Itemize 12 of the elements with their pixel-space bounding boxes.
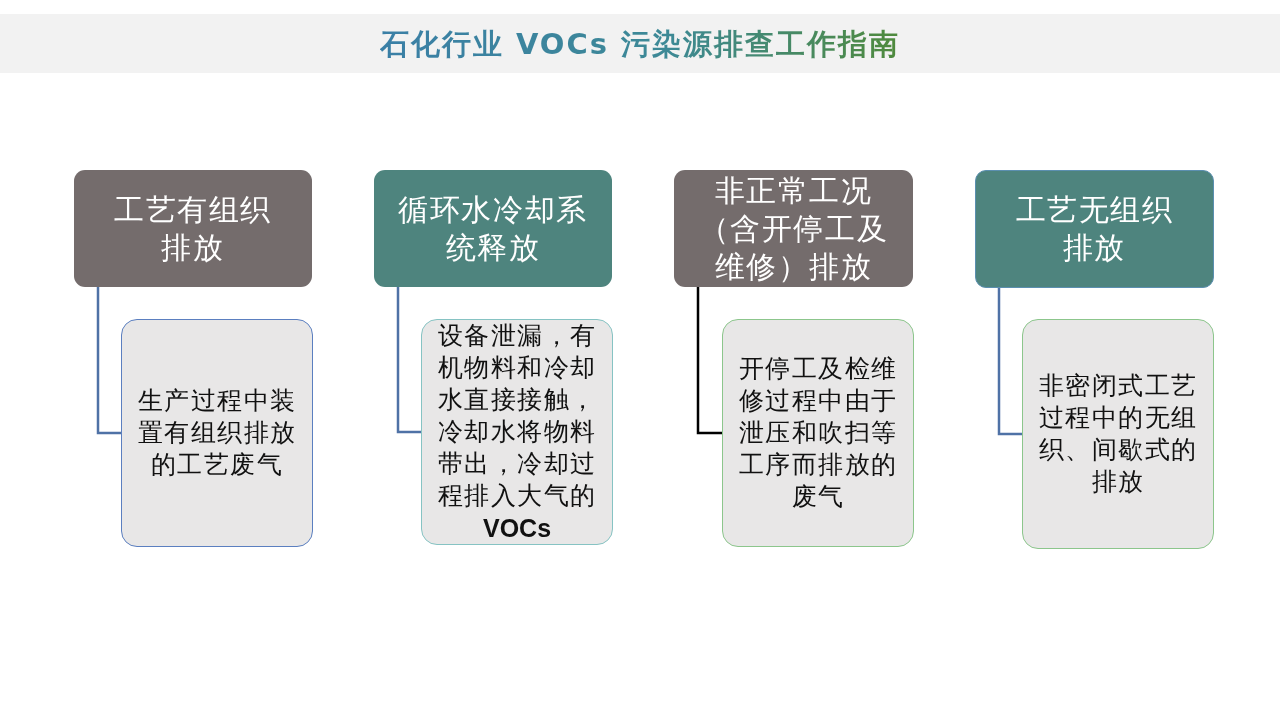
category-box: 循环水冷却系统释放 — [374, 170, 612, 287]
connector-line — [696, 287, 722, 435]
category-box: 工艺有组织排放 — [74, 170, 312, 287]
description-box: 开停工及检维修过程中由于泄压和吹扫等工序而排放的废气 — [722, 319, 914, 547]
description-box: 设备泄漏，有机物料和冷却水直接接触，冷却水将物料带出，冷却过程排入大气的VOCs — [421, 319, 613, 545]
description-box: 非密闭式工艺过程中的无组织、间歇式的排放 — [1022, 319, 1214, 549]
category-box: 工艺无组织排放 — [975, 170, 1214, 288]
category-box: 非正常工况（含开停工及维修）排放 — [674, 170, 913, 287]
connector-line — [396, 287, 421, 434]
connector-line — [96, 287, 121, 435]
connector-line — [997, 288, 1022, 436]
description-box: 生产过程中装置有组织排放的工艺废气 — [121, 319, 313, 547]
